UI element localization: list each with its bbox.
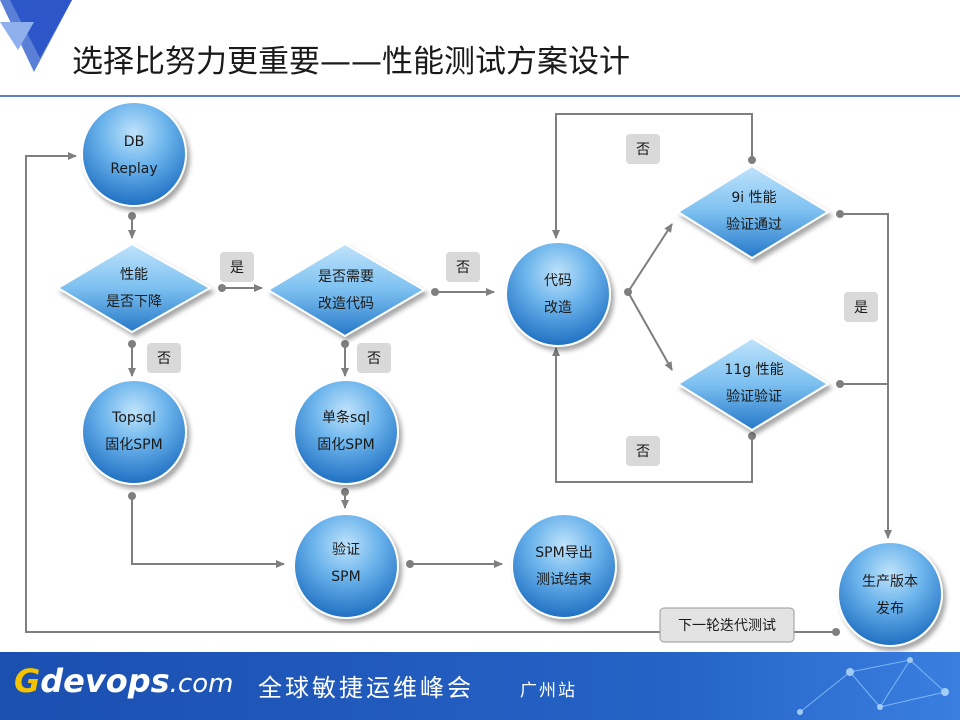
node-11g-verify: 11g 性能 验证验证 (676, 336, 830, 432)
node-release-line2: 发布 (876, 601, 904, 617)
svg-text:否: 否 (636, 444, 650, 460)
tag-yes-release: 是 (844, 292, 878, 322)
node-verify-spm-line2: SPM (331, 569, 360, 585)
node-need-code-line1: 是否需要 (318, 269, 374, 285)
svg-text:否: 否 (157, 351, 171, 367)
brand-main: devops (40, 662, 170, 700)
node-topsql-line2: 固化SPM (105, 437, 162, 453)
node-code-mod: 代码 改造 (505, 241, 611, 347)
node-9i-verify-line2: 验证通过 (726, 217, 782, 233)
svg-text:是: 是 (230, 260, 244, 276)
tag-yes-perf: 是 (220, 252, 254, 282)
node-perf-drop-line2: 是否下降 (106, 294, 162, 310)
node-perf-drop: 性能 是否下降 (56, 242, 213, 334)
node-spm-export-line2: 测试结束 (536, 572, 592, 588)
footer-conference-name: 全球敏捷运维峰会 (258, 674, 474, 702)
title-divider (0, 95, 960, 97)
tag-no-perf: 否 (147, 343, 181, 373)
arrow-code-to-9i (627, 223, 673, 293)
node-release-line1: 生产版本 (862, 574, 918, 590)
node-code-mod-line1: 代码 (544, 273, 572, 289)
footer-city: 广州站 (520, 681, 577, 701)
brand-com: .com (169, 669, 234, 699)
flowchart: DB Replay 性能 是否下降 是否需要 改造代码 代码 改造 9i 性能 … (25, 101, 943, 647)
node-11g-verify-line2: 验证验证 (726, 389, 782, 405)
arrow-release-to-db (25, 152, 838, 633)
network-decoration-icon (797, 657, 949, 715)
node-db-replay: DB Replay (81, 101, 187, 207)
node-code-mod-line2: 改造 (544, 300, 572, 316)
brand-g: G (14, 662, 41, 700)
page-title: 选择比努力更重要——性能测试方案设计 (72, 44, 630, 80)
svg-text:否: 否 (367, 351, 381, 367)
tag-no-11g: 否 (626, 436, 660, 466)
arrow-topsql-to-verify (131, 496, 285, 568)
node-topsql: Topsql 固化SPM (81, 379, 187, 485)
tag-no-9i: 否 (626, 134, 660, 164)
tag-no-need: 否 (446, 252, 480, 282)
node-verify-spm: 验证 SPM (293, 513, 399, 619)
corner-logo-icon (0, 0, 72, 72)
node-need-code-line2: 改造代码 (318, 296, 374, 312)
node-verify-spm-line1: 验证 (332, 542, 360, 558)
svg-text:否: 否 (456, 260, 470, 276)
node-spm-export-line1: SPM导出 (535, 545, 592, 561)
node-release: 生产版本 发布 (837, 541, 943, 647)
tag-no-need-down: 否 (357, 343, 391, 373)
arrow-code-to-11g (627, 291, 673, 371)
connectors (25, 113, 892, 633)
footer-brand-logo: Gdevops.com (14, 662, 233, 700)
node-9i-verify-line1: 9i 性能 (731, 190, 776, 206)
node-db-replay-line2: Replay (110, 161, 157, 177)
svg-text:是: 是 (854, 300, 868, 316)
tag-next-round: 下一轮迭代测试 (659, 607, 795, 643)
footer-banner (0, 652, 960, 720)
node-db-replay-line1: DB (124, 134, 144, 150)
arrow-11g-fail-loop (552, 347, 753, 483)
node-single-sql-line1: 单条sql (322, 409, 370, 426)
node-perf-drop-line1: 性能 (120, 267, 148, 283)
node-single-sql: 单条sql 固化SPM (293, 379, 399, 485)
node-single-sql-line2: 固化SPM (317, 437, 374, 453)
node-9i-verify: 9i 性能 验证通过 (676, 164, 830, 260)
node-topsql-line1: Topsql (111, 410, 156, 426)
connector-dots (128, 156, 844, 636)
node-11g-verify-line1: 11g 性能 (724, 362, 783, 378)
arrow-9i-to-release (840, 213, 892, 539)
node-need-code: 是否需要 改造代码 (266, 242, 426, 338)
node-spm-export: SPM导出 测试结束 (511, 513, 617, 619)
arrow-9i-fail-loop (552, 113, 753, 239)
svg-text:下一轮迭代测试: 下一轮迭代测试 (678, 618, 776, 634)
svg-text:否: 否 (636, 142, 650, 158)
